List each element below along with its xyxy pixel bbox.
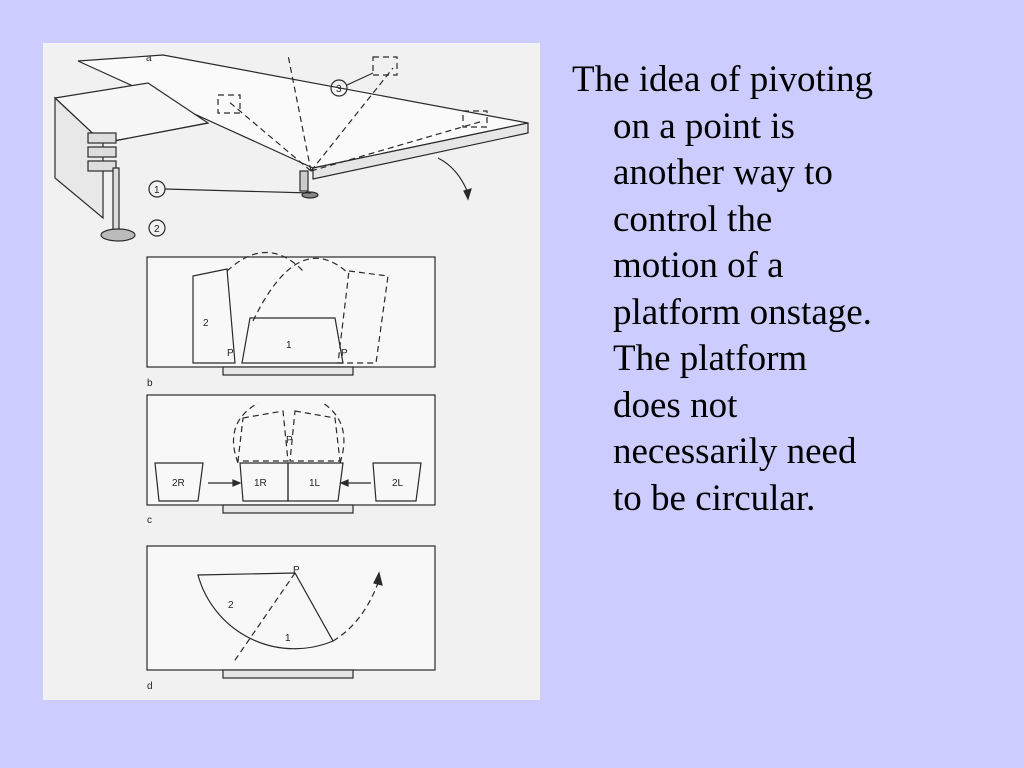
text-line: control the (613, 198, 773, 240)
callout-1: 1 (154, 185, 160, 196)
scenic-pivot-illustration: a 1 2 3 b 2 1 P P c 2R 1R 1L 2L P d 2 1 … (43, 43, 540, 700)
label-d: d (147, 681, 153, 692)
text-line: on a point is (613, 105, 795, 147)
text-line: necessarily need (613, 431, 857, 472)
diagram-d (146, 545, 436, 679)
text-line: does not (613, 384, 738, 426)
label-b: b (147, 378, 153, 389)
diagram-b (146, 251, 436, 376)
text-line: The platform (613, 338, 808, 379)
platform-b-2: 2 (203, 318, 209, 329)
platform-c-1R: 1R (254, 478, 267, 489)
pivot-b-left: P (227, 348, 234, 359)
slide-body-text: The idea of pivoting on a point is anoth… (572, 57, 972, 522)
pivot-c: P (286, 435, 293, 446)
label-c: c (147, 515, 152, 526)
platform-c-2L: 2L (392, 478, 404, 489)
text-line: to be circular. (613, 477, 816, 519)
pivot-d: P (293, 565, 300, 576)
text-line: platform onstage. (613, 291, 872, 333)
text-line: another way to (613, 152, 833, 193)
platform-d-2: 2 (228, 600, 234, 611)
platform-d-1: 1 (285, 633, 291, 644)
platform-c-1L: 1L (309, 478, 321, 489)
diagram-c (146, 394, 436, 514)
callout-2: 2 (154, 224, 160, 235)
pivot-b-right: P (341, 348, 348, 359)
callout-3: 3 (336, 84, 342, 95)
platform-c-2R: 2R (172, 478, 185, 489)
text-line: The idea of pivoting (572, 59, 874, 100)
text-line: motion of a (613, 245, 784, 286)
diagram-a (53, 54, 529, 242)
platform-b-1: 1 (286, 340, 292, 351)
label-a: a (146, 53, 152, 64)
